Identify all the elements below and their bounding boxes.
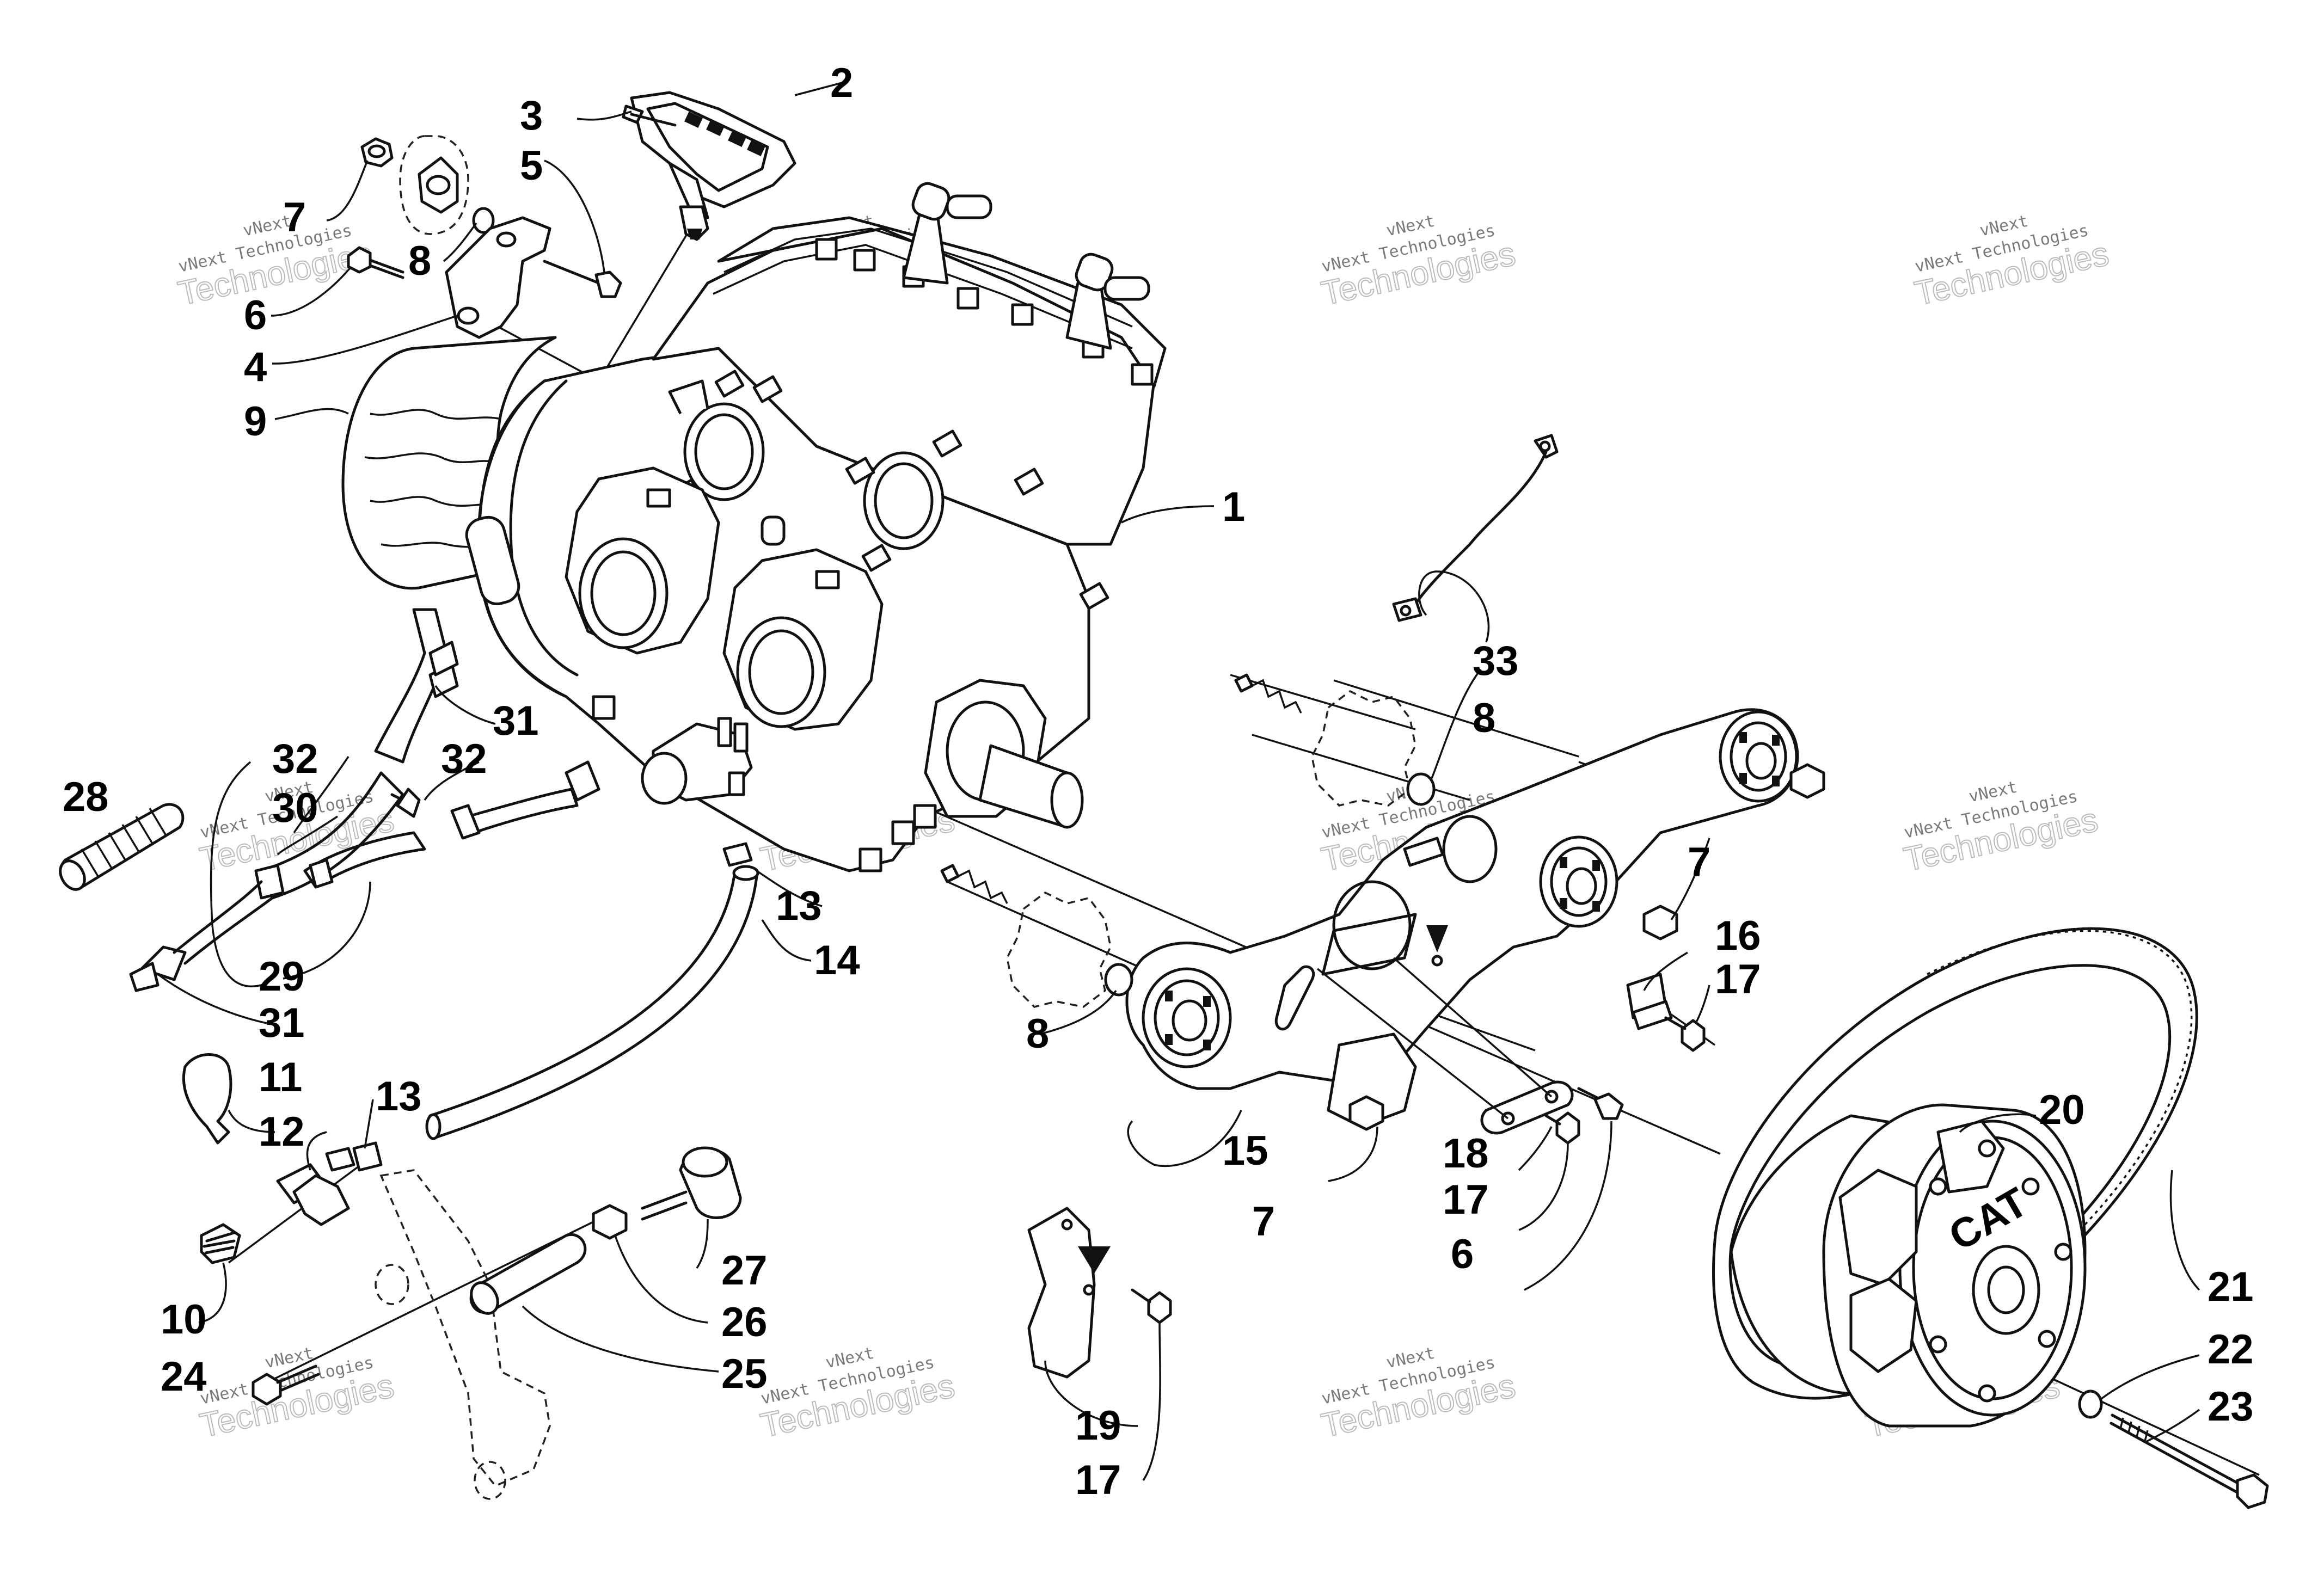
- oil-injection-pump: [641, 717, 753, 805]
- hose-clamp: [182, 1053, 232, 1145]
- bolts-17: [1131, 1016, 1706, 1324]
- callout-31: 31: [493, 698, 539, 744]
- callout-33: 33: [1473, 638, 1519, 684]
- chaincase-bracket: [1125, 708, 1799, 1128]
- fuel-lines: [129, 608, 600, 992]
- engine-assembly: [465, 182, 1167, 872]
- washer-top: [472, 207, 495, 234]
- callout-28: 28: [63, 774, 109, 820]
- bearing-middle: [1539, 835, 1618, 928]
- spring-sleeve: [59, 803, 185, 891]
- watermark: vNext vNext Technologies Technologies: [757, 1344, 958, 1446]
- callout-12: 12: [259, 1109, 305, 1155]
- starter-handle: [630, 91, 796, 241]
- watermark: vNext vNext Technologies Technologies: [174, 212, 376, 313]
- callout-16: 16: [1715, 913, 1761, 959]
- bracket-bolt: [543, 260, 622, 298]
- callout-14: 14: [814, 937, 860, 983]
- callout-13: 13: [776, 883, 822, 929]
- hose-clip-lower: [352, 1141, 383, 1172]
- callout-17c: 17: [1075, 1457, 1121, 1503]
- washer-8-upper: [1406, 772, 1436, 806]
- tab-clip-16: [1626, 973, 1673, 1030]
- callout-7: 7: [283, 194, 306, 241]
- callout-8c: 8: [1026, 1011, 1049, 1057]
- callout-22: 22: [2208, 1326, 2254, 1373]
- starter-pulley-dashed: [399, 135, 469, 235]
- callout-23: 23: [2208, 1384, 2254, 1430]
- callout-7c: 7: [1252, 1198, 1275, 1245]
- callout-9: 9: [244, 398, 267, 445]
- callout-10: 10: [161, 1296, 207, 1343]
- watermark: vNext vNext Technologies Technologies: [1317, 1344, 1519, 1446]
- callout-21: 21: [2208, 1264, 2254, 1310]
- starter-bracket: [445, 216, 551, 339]
- leader-lines: [157, 82, 2200, 1481]
- plate-18: [1316, 957, 1574, 1135]
- ground-wire: [1392, 434, 1559, 622]
- bumper-stud: [641, 1146, 742, 1221]
- callout-2: 2: [830, 60, 853, 106]
- bolt-6-lower: [1577, 1087, 1624, 1120]
- callout-3: 3: [520, 93, 543, 139]
- callout-6b: 6: [1451, 1231, 1474, 1277]
- lower-bracket-dashed: [375, 1169, 551, 1500]
- crankcase-studs: [592, 695, 937, 872]
- callout-4: 4: [244, 344, 267, 390]
- callout-15: 15: [1222, 1128, 1268, 1174]
- callout-11: 11: [259, 1054, 302, 1101]
- callout-20: 20: [2039, 1087, 2085, 1133]
- lower-ports: [565, 466, 884, 731]
- callout-labels: 2 3 5 7 8 6 4 9 1 33 8 7 16 17 31 32 32 …: [63, 60, 2254, 1503]
- callout-6: 6: [244, 292, 267, 339]
- clutch-bolt: [2110, 1413, 2269, 1509]
- callout-5: 5: [520, 143, 543, 189]
- callout-19: 19: [1075, 1403, 1121, 1449]
- spacer-nut: [592, 1204, 628, 1240]
- oil-hose: [425, 842, 759, 1140]
- callout-17b: 17: [1443, 1177, 1489, 1223]
- callout-30: 30: [272, 785, 318, 831]
- watermark: vNext vNext Technologies Technologies: [1900, 778, 2101, 880]
- nut-top: [360, 137, 394, 168]
- spark-plug-caps: [902, 182, 1150, 350]
- bearing-nuts: [1348, 763, 1825, 1131]
- callout-13b: 13: [376, 1073, 422, 1120]
- callout-25: 25: [721, 1351, 768, 1397]
- callout-24: 24: [161, 1354, 207, 1400]
- bolt-24: [252, 1364, 320, 1406]
- callout-32b: 32: [441, 736, 487, 782]
- callout-7b: 7: [1688, 839, 1710, 886]
- bolts-with-springs: [940, 673, 1302, 904]
- bearing-right: [1719, 710, 1798, 803]
- bearing-left: [1142, 967, 1232, 1068]
- drain-plug: [200, 1223, 241, 1264]
- bolt-top: [347, 246, 404, 279]
- callout-8b: 8: [1473, 695, 1495, 741]
- drive-clutch: CAT: [1730, 1103, 2087, 1428]
- fuel-fitting: [276, 1147, 355, 1226]
- bracket-19: [1027, 1207, 1111, 1379]
- callout-18: 18: [1443, 1130, 1489, 1177]
- callout-1: 1: [1222, 484, 1245, 530]
- crank-output: [924, 679, 1084, 829]
- spacer: [469, 1233, 587, 1315]
- callout-32: 32: [272, 736, 318, 782]
- watermark: vNext vNext Technologies Technologies: [1911, 212, 2112, 313]
- watermark: vNext vNext Technologies Technologies: [1317, 212, 1519, 313]
- washer-8-lower: [1104, 963, 1133, 997]
- callout-29: 29: [259, 954, 305, 1000]
- callout-17: 17: [1715, 956, 1761, 1003]
- callout-8: 8: [408, 238, 431, 284]
- clutch-washer: [2078, 1390, 2103, 1419]
- callout-26: 26: [721, 1299, 768, 1345]
- callout-27: 27: [721, 1247, 768, 1294]
- callout-31b: 31: [259, 1000, 305, 1046]
